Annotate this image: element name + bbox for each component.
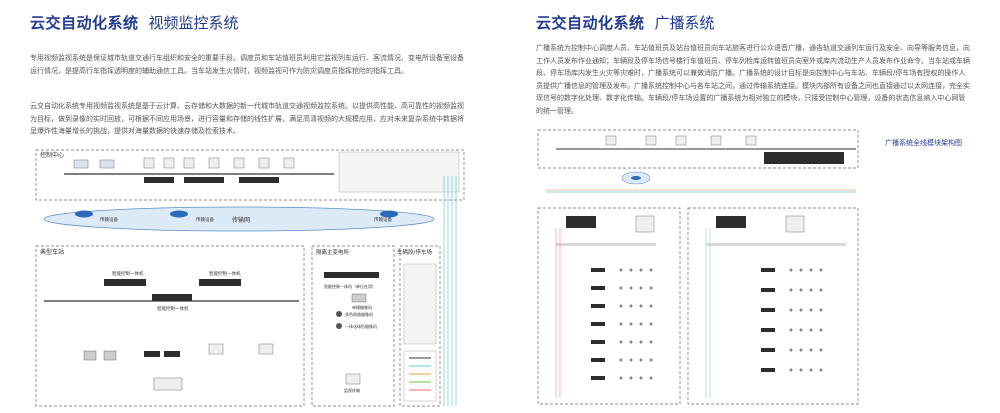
typical-station-label: 典型车站 bbox=[40, 248, 64, 256]
video-title-row: 云交自动化系统 视频监控系统 bbox=[30, 12, 239, 33]
encoder-right-label: 智能控制一体机 bbox=[209, 270, 241, 277]
control-center-storage bbox=[338, 151, 460, 193]
video-paragraph-1: 专用视频监视系统是保证城市轨道交通行车组织和安全的重要手段。调度员和车站值班员利… bbox=[30, 54, 464, 75]
control-center-zone bbox=[35, 149, 465, 201]
broadcast-depot-zone bbox=[687, 207, 859, 405]
depot-camera-grid bbox=[403, 263, 437, 345]
transmission-device-label-right: 传输设备 bbox=[374, 216, 392, 223]
broadcast-title-main: 云交自动化系统 bbox=[536, 14, 645, 32]
video-title-main: 云交自动化系统 bbox=[30, 14, 139, 32]
sub-ipc-label: 多色网络摄像机 bbox=[345, 311, 373, 317]
uplink-lines bbox=[443, 176, 457, 406]
broadcast-title-sub: 广播系统 bbox=[654, 14, 715, 32]
video-title-sub: 视频监控系统 bbox=[148, 14, 239, 32]
substation-label: 隔离主变电所 bbox=[316, 248, 350, 256]
broadcast-station-red-lines bbox=[555, 228, 561, 398]
broadcast-diagram-svg bbox=[537, 129, 859, 405]
broadcast-paragraph: 广播系统为控制中心调度人员、车站值班员及站台值班员向车站旅客进行公众语音广播，通… bbox=[536, 44, 970, 115]
broadcast-station-zone bbox=[537, 207, 681, 405]
broadcast-depot-cyan-lines bbox=[705, 228, 711, 398]
depot-zone bbox=[399, 245, 441, 407]
encoder-mid-label: 智能控制一体机 bbox=[157, 305, 189, 312]
substation-zone bbox=[311, 245, 395, 407]
control-center-label: 控制中心 bbox=[40, 151, 64, 159]
transmission-network-label: 传输网 bbox=[232, 216, 250, 224]
broadcast-depot-speakers bbox=[789, 268, 823, 372]
sub-recorder-label: 智能控制一体机（单位在用） bbox=[324, 283, 376, 289]
broadcast-title-row: 云交自动化系统 广播系统 bbox=[536, 12, 715, 33]
depot-legend-lines bbox=[409, 357, 431, 391]
broadcast-network-core bbox=[631, 176, 641, 180]
broadcast-cc-devices bbox=[556, 135, 856, 164]
video-paragraph-2: 云交自动化系统专用视频监视系统是基于云计算、云存储和大数据的新一代城市轨道交通视… bbox=[30, 102, 464, 135]
depot-legend bbox=[403, 350, 437, 402]
sub-camera-label: 单模摄像机 bbox=[352, 304, 372, 310]
typical-station-zone bbox=[35, 245, 305, 407]
transmission-devices bbox=[75, 210, 398, 218]
typical-station-devices bbox=[44, 279, 299, 391]
encoder-left-label: 智能控制一体机 bbox=[112, 270, 144, 277]
video-architecture-diagram: 控制中心 传输网 bbox=[34, 146, 474, 408]
broadcast-architecture-diagram bbox=[536, 128, 870, 408]
substation-devices bbox=[324, 272, 379, 385]
broadcast-control-center-zone bbox=[537, 129, 859, 169]
broadcast-diagram-caption: 广播系统全线模块架构图 bbox=[885, 139, 962, 147]
broadcast-station-devices bbox=[556, 215, 656, 380]
sub-terminal-label: 监视终端 bbox=[344, 387, 360, 393]
control-center-devices bbox=[64, 157, 334, 183]
transmission-device-label-left: 传输设备 bbox=[100, 216, 118, 223]
video-surveillance-section: 云交自动化系统 视频监控系统 专用视频监视系统是保证城市轨道交通行车组织和安全的… bbox=[30, 12, 474, 408]
broadcast-section: 云交自动化系统 广播系统 广播系统为控制中心调度人员、车站值班员及站台值班员向车… bbox=[500, 0, 1000, 413]
depot-label: 车辆段/停车场 bbox=[397, 248, 432, 256]
transmission-network bbox=[43, 206, 435, 232]
video-diagram-svg: 控制中心 传输网 bbox=[35, 149, 465, 407]
broadcast-depot-devices bbox=[706, 215, 846, 372]
broadcast-station-speakers bbox=[619, 268, 653, 380]
sub-dome-label: 一体化球形摄像机 bbox=[345, 323, 377, 329]
transmission-device-label-mid: 传输设备 bbox=[196, 216, 214, 223]
